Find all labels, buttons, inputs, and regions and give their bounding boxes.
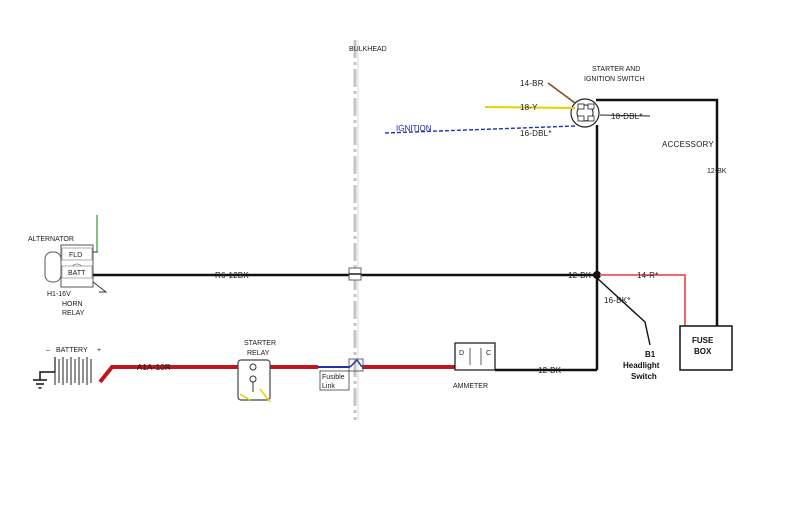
fusible-label-2: Link	[322, 383, 335, 390]
relay-label: RELAY	[62, 310, 85, 317]
battery-cable	[98, 365, 318, 384]
ignition-label: IGNITION	[396, 124, 432, 133]
ground-icon	[33, 379, 47, 389]
b1-label: B1	[645, 350, 656, 359]
starter-relay-label-2: RELAY	[247, 350, 270, 357]
wire-18y-label: 18-Y	[520, 103, 538, 112]
ammeter-d: D	[459, 350, 464, 357]
battery: – BATTERY +	[33, 347, 101, 389]
horn-label: HORN	[62, 301, 83, 308]
wire-r612bk-label: R6-12BK	[215, 271, 249, 280]
switch-label-1: STARTER AND	[592, 66, 640, 73]
alternator: ALTERNATOR FLD BATT H1-16V HORN RELAY	[28, 215, 108, 317]
battery-minus: –	[46, 347, 50, 354]
bulkhead: BULKHEAD	[349, 40, 387, 420]
switch-input-wires: 14-BR 18-Y IGNITION 16-DBL* 18-DBL*	[384, 79, 651, 138]
bulkhead-connector-lower	[348, 358, 364, 372]
wire-14br-label: 14-BR	[520, 79, 544, 88]
fuse-label: FUSE	[692, 336, 714, 345]
ammeter-c: C	[486, 350, 491, 357]
accessory-wire: ACCESSORY 12-BK	[596, 98, 727, 326]
accessory-label: ACCESSORY	[662, 140, 714, 149]
wire-16bk	[596, 277, 651, 346]
ammeter-label: AMMETER	[453, 383, 488, 390]
wire-12bk-acc-label: 12-BK	[707, 168, 727, 175]
wire-14r	[600, 274, 686, 326]
batt-label: BATT	[68, 270, 86, 277]
fuse-box: FUSE BOX	[679, 325, 733, 371]
wire-18dbl-label: 18-DBL*	[611, 112, 643, 121]
starter-ignition-switch: STARTER AND IGNITION SWITCH	[570, 66, 645, 128]
battery-plus: +	[97, 347, 101, 354]
starter-relay-label-1: STARTER	[244, 340, 276, 347]
ground-wire	[39, 371, 55, 380]
wire-a1a10r-label: A1A-10R	[137, 363, 171, 372]
wire-12bk-junction-label: 12-BK	[568, 271, 592, 280]
switch-label-2: IGNITION SWITCH	[584, 76, 645, 83]
alternator-label: ALTERNATOR	[28, 236, 74, 243]
starter-relay: STARTER RELAY	[237, 340, 276, 403]
fusible-link: Fusible Link	[319, 370, 350, 391]
switch-label: Switch	[631, 372, 657, 381]
wire-12bk-amm-label: 12-BK	[538, 366, 562, 375]
wire-16bk-label: 16-BK*	[604, 296, 631, 305]
headlight-label: Headlight	[623, 361, 660, 370]
wire-16dbl-label: 16-DBL*	[520, 129, 552, 138]
wire-14r-label: 14-R*	[637, 271, 658, 280]
box-label: BOX	[694, 347, 712, 356]
h1-16v-label: H1-16V	[47, 291, 71, 298]
fusible-label-1: Fusible	[322, 374, 345, 381]
ammeter: D C AMMETER	[453, 342, 496, 390]
bulkhead-label: BULKHEAD	[349, 46, 387, 53]
fld-label: FLD	[69, 252, 82, 259]
battery-label: BATTERY	[56, 347, 88, 354]
